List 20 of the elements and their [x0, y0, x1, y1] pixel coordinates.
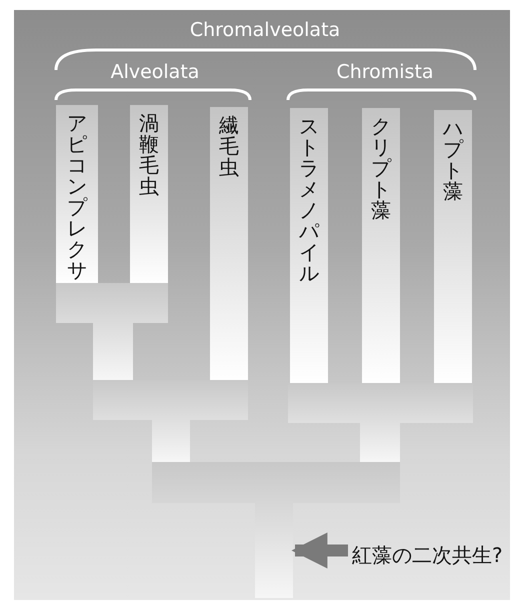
taxon-bar — [362, 108, 400, 385]
taxon-label: 繊毛虫 — [218, 115, 240, 178]
taxon-label: クリプト藻 — [370, 116, 392, 221]
taxon-label: ストラメノパイル — [298, 116, 320, 284]
taxon-label: ハプト藻 — [442, 118, 464, 202]
taxon-label: 渦鞭毛虫 — [138, 113, 160, 197]
taxon-bar — [290, 108, 328, 383]
group-label: Chromista — [336, 61, 434, 83]
tree-branch — [93, 380, 248, 462]
group-label: Chromalveolata — [190, 19, 340, 41]
tree-branch — [56, 283, 168, 380]
group-label: Alveolata — [110, 61, 200, 83]
annotation-text: 紅藻の二次共生? — [352, 542, 503, 569]
arrow — [291, 532, 348, 568]
taxon-bar — [434, 110, 472, 385]
tree-branch — [288, 383, 473, 462]
taxon-bar — [210, 107, 248, 382]
taxon-bar — [130, 105, 168, 285]
taxon-label: アピコンプレクサ — [66, 113, 88, 281]
taxon-bar — [56, 105, 98, 285]
